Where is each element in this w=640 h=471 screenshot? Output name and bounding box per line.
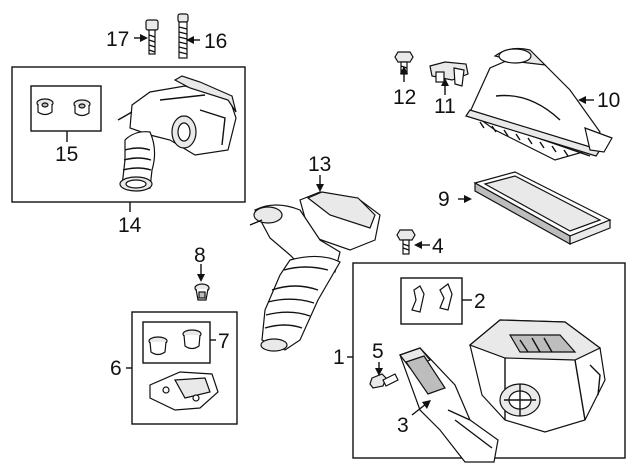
inlet-duct-3-icon	[399, 347, 499, 463]
callout-12: 12	[393, 86, 416, 109]
bolt-5-icon	[369, 373, 399, 389]
lower-housing-1-icon	[468, 319, 606, 433]
callout-11: 11	[434, 95, 456, 118]
callout-8: 8	[194, 244, 206, 267]
box-air-cleaner-assembly	[11, 66, 246, 203]
leader-lines	[66, 34, 594, 416]
grommet-15-left-icon	[36, 98, 54, 116]
box-grommet-set-7	[142, 321, 211, 364]
bolt-4-icon	[396, 229, 416, 255]
callout-1: 1	[333, 346, 345, 369]
callout-16: 16	[204, 30, 227, 53]
callout-13: 13	[308, 153, 331, 176]
callout-10: 10	[597, 89, 620, 112]
callout-15: 15	[55, 143, 78, 166]
air-duct-13-icon	[249, 191, 381, 352]
air-filter-9-icon	[473, 171, 612, 246]
callout-7: 7	[218, 330, 230, 353]
bolt-17-icon	[145, 19, 159, 55]
callout-5: 5	[372, 340, 384, 363]
clip-2-right-icon	[439, 283, 453, 311]
callout-14: 14	[118, 214, 142, 237]
fastener-8-icon	[194, 283, 210, 301]
air-cleaner-assembly-14-icon	[117, 75, 237, 192]
box-clip-set-2	[400, 277, 463, 325]
grommet-7-right-icon	[182, 329, 202, 350]
box-grommet-set-15	[30, 85, 102, 132]
callout-17: 17	[106, 28, 129, 51]
air-cleaner-cover-10-icon	[465, 47, 613, 161]
stud-16-icon	[177, 13, 189, 59]
sensor-11-icon	[429, 61, 469, 87]
clip-2-left-icon	[411, 285, 425, 313]
callout-4: 4	[432, 235, 444, 258]
bracket-6-icon	[149, 371, 219, 411]
callout-6: 6	[110, 357, 122, 380]
grommet-7-left-icon	[148, 336, 168, 356]
callout-3: 3	[397, 414, 409, 437]
callout-9: 9	[438, 188, 450, 211]
callout-2: 2	[474, 290, 486, 313]
grommet-15-right-icon	[73, 99, 91, 117]
